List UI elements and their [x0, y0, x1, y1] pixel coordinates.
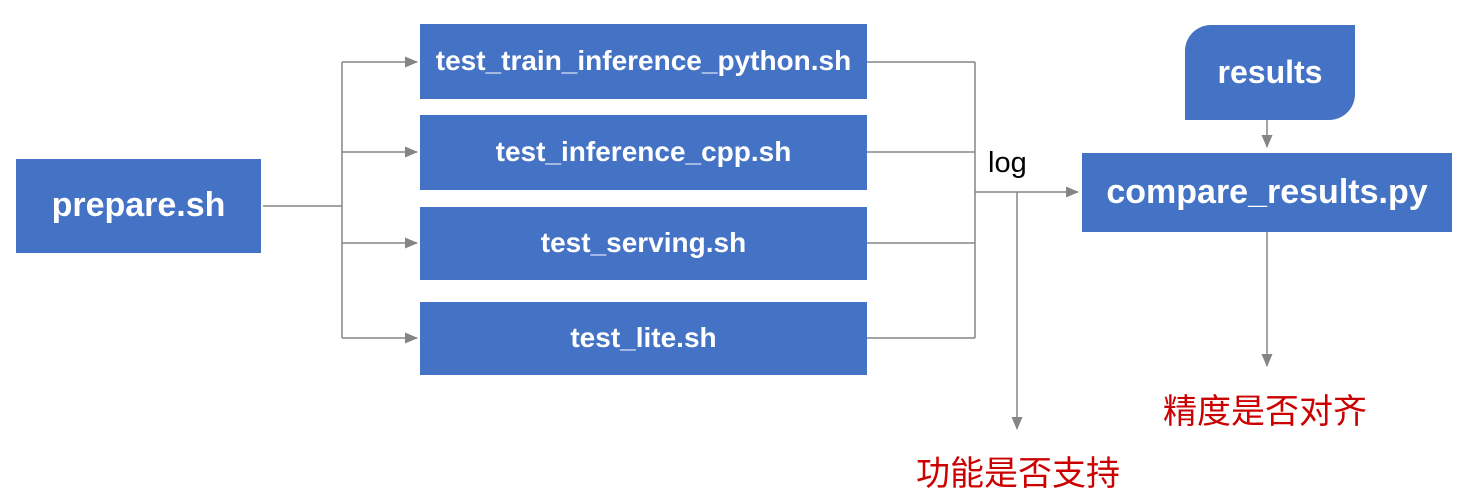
annotation-precision-align: 精度是否对齐 — [1163, 393, 1367, 431]
edge-label-log: log — [988, 147, 1027, 179]
node-test-train-inference-python-sh: test_train_inference_python.sh — [420, 24, 867, 99]
node-results: results — [1185, 25, 1355, 120]
annotation-function-support: 功能是否支持 — [916, 455, 1120, 493]
node-test-serving-sh: test_serving.sh — [420, 207, 867, 280]
node-test-lite-sh: test_lite.sh — [420, 302, 867, 375]
node-compare-results-py: compare_results.py — [1082, 153, 1452, 232]
node-test-inference-cpp-sh: test_inference_cpp.sh — [420, 115, 867, 190]
node-prepare-sh: prepare.sh — [16, 159, 261, 253]
